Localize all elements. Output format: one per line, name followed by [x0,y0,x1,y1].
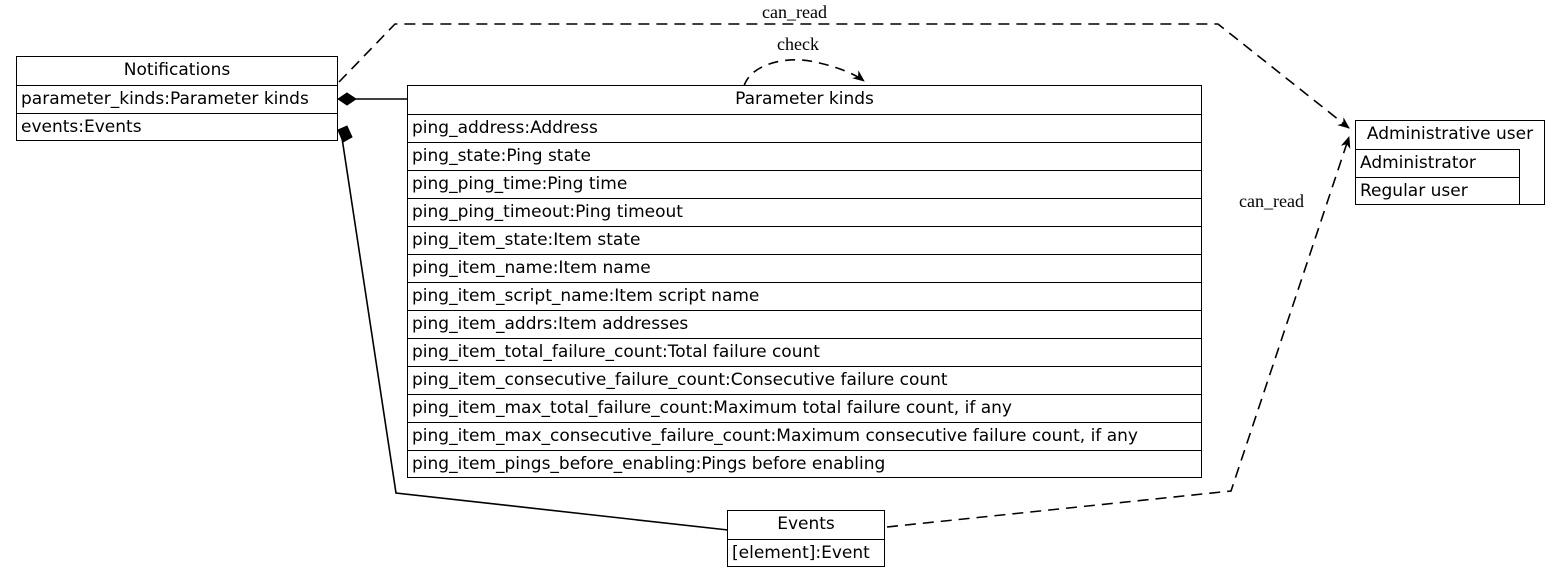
composition-diamond-parameter-kinds [337,92,357,106]
node-notifications-title: Notifications [123,60,231,80]
node-parameter-kinds-field-ping-item-max-total-failure-count: ping_item_max_total_failure_count:Maximu… [408,394,1201,422]
node-administrative-user-field-regular-user: Regular user [1356,177,1520,205]
node-parameter-kinds[interactable]: Parameter kinds ping_address:Address pin… [407,85,1202,478]
node-parameter-kinds-field-ping-ping-time: ping_ping_time:Ping time [408,170,1201,198]
node-parameter-kinds-field-ping-item-addrs: ping_item_addrs:Item addresses [408,310,1201,338]
node-parameter-kinds-title: Parameter kinds [735,89,874,109]
node-parameter-kinds-field-ping-item-state: ping_item_state:Item state [408,226,1201,254]
composition-diamond-events [337,125,353,143]
node-parameter-kinds-field-ping-address: ping_address:Address [408,114,1201,142]
node-parameter-kinds-field-ping-item-max-consecutive-failure-count: ping_item_max_consecutive_failure_count:… [408,422,1201,450]
node-administrative-user[interactable]: Administrative user Administrator Regula… [1355,120,1545,205]
node-notifications-field-parameter-kinds: parameter_kinds:Parameter kinds [17,85,337,113]
node-parameter-kinds-field-ping-item-consecutive-failure-count: ping_item_consecutive_failure_count:Cons… [408,366,1201,394]
node-parameter-kinds-field-ping-ping-timeout: ping_ping_timeout:Ping timeout [408,198,1201,226]
node-events-title: Events [777,514,835,534]
edge-label-check: check [777,34,819,54]
edge-check-self-loop [743,59,865,87]
node-parameter-kinds-field-ping-item-name: ping_item_name:Item name [408,254,1201,282]
node-parameter-kinds-field-ping-item-pings-before-enabling: ping_item_pings_before_enabling:Pings be… [408,450,1201,478]
node-events-field-element: [element]:Event [728,539,884,567]
node-parameter-kinds-field-ping-item-script-name: ping_item_script_name:Item script name [408,282,1201,310]
node-notifications[interactable]: Notifications parameter_kinds:Parameter … [16,56,338,141]
node-parameter-kinds-field-ping-state: ping_state:Ping state [408,142,1201,170]
edge-label-can-read-top: can_read [762,2,827,22]
node-notifications-field-events: events:Events [17,113,337,141]
edge-label-can-read-bottom: can_read [1239,191,1304,211]
node-events[interactable]: Events [element]:Event [727,510,885,567]
node-parameter-kinds-field-ping-item-total-failure-count: ping_item_total_failure_count:Total fail… [408,338,1201,366]
node-administrative-user-field-administrator: Administrator [1356,149,1520,177]
node-administrative-user-title: Administrative user [1366,124,1534,144]
